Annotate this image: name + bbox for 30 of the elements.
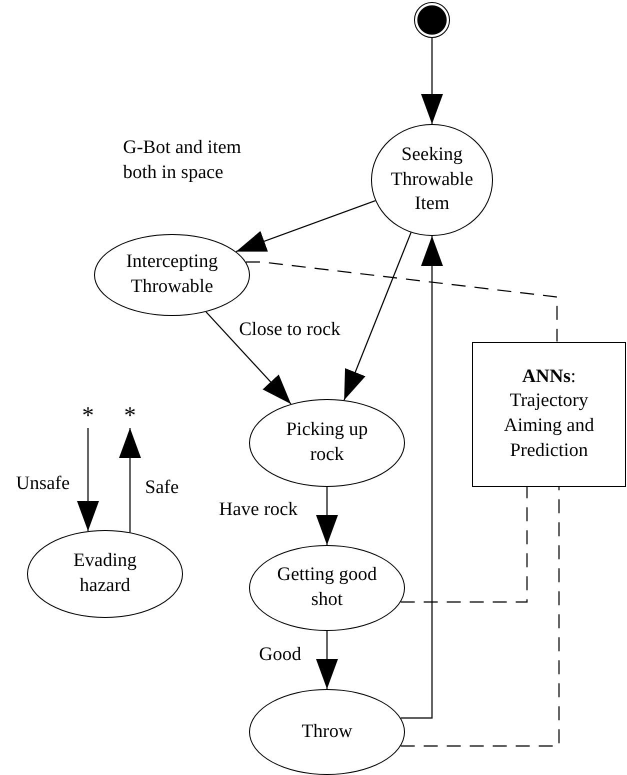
state-ellipse: [249, 545, 405, 631]
state-ellipse: [27, 530, 183, 618]
transition-arrow: [316, 487, 338, 545]
asterisk-text: *: [124, 404, 136, 428]
transition-arrow: [400, 236, 443, 719]
transition-arrow: [77, 428, 99, 532]
transition-arrow: [236, 200, 376, 252]
dashed-connector: [400, 486, 528, 603]
start-state-circle: [414, 2, 450, 38]
asterisk-text: *: [82, 404, 94, 428]
state-label: Seeking Throwable Item: [390, 142, 474, 216]
state-ellipse: [249, 689, 405, 775]
state-label: Intercepting Throwable: [125, 250, 219, 299]
state-label: Throw: [302, 720, 352, 744]
transition-arrow: [344, 232, 412, 400]
annotation-box: [472, 342, 626, 486]
transition-arrow: [316, 631, 338, 689]
transition-arrow: [206, 311, 292, 404]
state-label: Picking up rock: [285, 418, 369, 467]
annotation-text: ANNs:: [522, 364, 576, 389]
state-ellipse: [371, 124, 493, 236]
dashed-connector: [246, 261, 558, 342]
state-ellipse: [94, 234, 250, 316]
transition-arrow: [421, 38, 443, 124]
transition-arrow: [119, 428, 141, 532]
state-label: Getting good shot: [276, 563, 378, 612]
state-label: Evading hazard: [72, 549, 138, 598]
state-ellipse: [249, 399, 405, 487]
annotation-text: Trajectory Aiming and Prediction: [502, 389, 596, 463]
dashed-connector: [400, 486, 560, 747]
